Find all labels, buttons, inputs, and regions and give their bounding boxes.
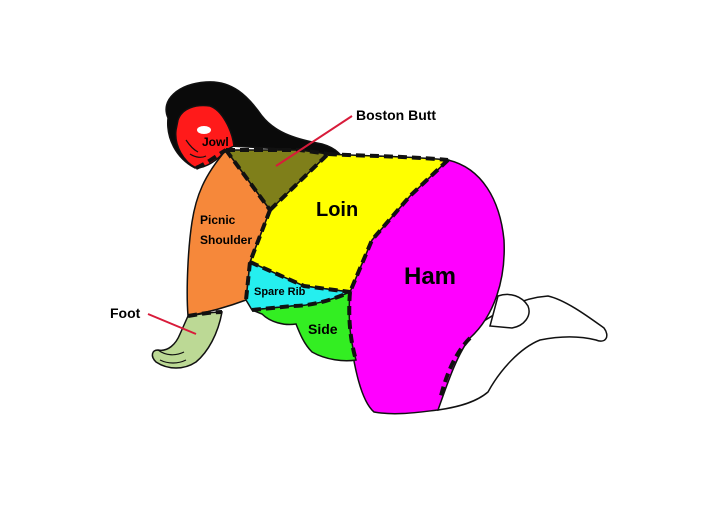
back-leg (489, 293, 530, 329)
label-side: Side (308, 321, 338, 337)
label-loin: Loin (316, 199, 358, 221)
cut-line-jowl (195, 148, 228, 170)
face-detail (185, 139, 207, 158)
picnic-shoulder-region (186, 148, 271, 317)
cut-line-side-ham (347, 291, 358, 361)
hand-detail (157, 349, 187, 364)
cut-line-loin-top (327, 152, 449, 162)
label-boston-butt: Boston Butt (356, 107, 436, 123)
cut-line-ham-leg (438, 336, 472, 401)
callout-line-foot (147, 313, 197, 335)
label-foot: Foot (110, 305, 141, 321)
label-picnic: Picnic (200, 213, 236, 227)
cut-line-shoulder-back (244, 209, 272, 301)
label-ham: Ham (404, 263, 456, 290)
label-jowl: Jowl (202, 135, 229, 149)
eye-white (197, 126, 211, 134)
cut-line-loin-bottom (249, 260, 351, 294)
label-spare-rib: Spare Rib (254, 286, 306, 298)
cut-line-shoulder (224, 148, 272, 212)
cut-line-foot (187, 310, 223, 318)
label-shoulder: Shoulder (200, 233, 252, 247)
callout-line-boston-butt (275, 115, 353, 167)
